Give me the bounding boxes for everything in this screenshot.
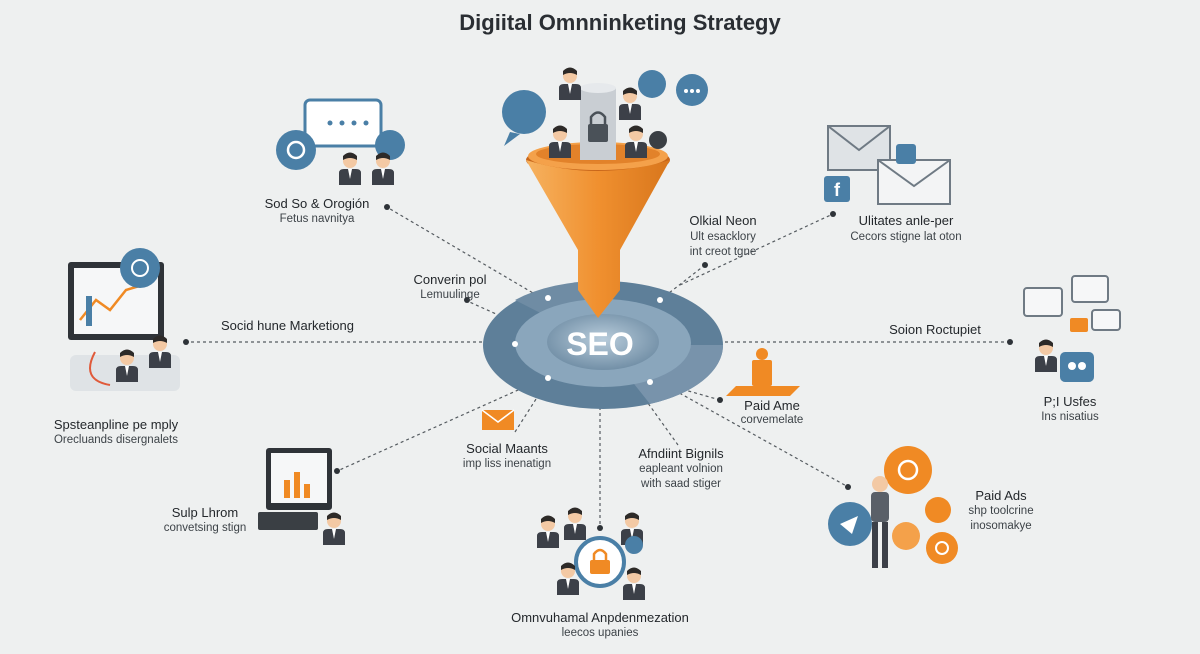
- svg-text:f: f: [834, 180, 841, 200]
- node-title: Paid Ads: [975, 488, 1027, 503]
- node-title: Omnvuhamal Anpdenmezation: [511, 610, 689, 625]
- connector-lines: [185, 205, 1012, 530]
- connector-dot: [464, 297, 470, 303]
- node-subtitle: eapleant volnion: [639, 463, 723, 475]
- paid-ame-icon: [726, 348, 800, 396]
- paid-ads-icon: [828, 446, 958, 568]
- connector-line: [679, 212, 836, 286]
- chat-bubbles-top: [502, 70, 708, 149]
- node-subtitle: shp toolcrine: [968, 505, 1034, 517]
- node-subtitle: Lemuulinge: [420, 289, 480, 301]
- connector-dot: [717, 397, 723, 403]
- node-extra: inosomakye: [970, 520, 1032, 532]
- page-title: Digiital Omnninketing Strategy: [459, 10, 781, 35]
- node-subtitle: imp liss inenatign: [462, 458, 552, 470]
- mail-social-icon: f: [824, 125, 951, 205]
- node-extra: int creot tgne: [689, 246, 757, 258]
- node-title: Ulitates anle-per: [858, 213, 954, 228]
- connector-dot: [183, 339, 189, 345]
- connector-line: [384, 205, 546, 301]
- node-subtitle: convetsing stign: [163, 522, 247, 534]
- node-subtitle: leecos upanies: [561, 627, 639, 639]
- node-title: Social Maants: [466, 441, 548, 456]
- node-subtitle: Orecluands disergnalets: [53, 434, 178, 446]
- connector-dot: [597, 525, 603, 531]
- connector-dot: [334, 468, 340, 474]
- node-subtitle: Fetus navnitya: [279, 213, 355, 225]
- node-title: Soion Roctupiet: [889, 322, 981, 337]
- seo-hub: SEO: [483, 280, 724, 409]
- node-title: Sulp Lhrom: [171, 505, 239, 520]
- chat-person-icon: [1023, 275, 1121, 382]
- connector-dot: [830, 211, 836, 217]
- connector-dot: [845, 484, 851, 490]
- node-title: Olkial Neon: [689, 213, 757, 228]
- connector-dot: [384, 204, 390, 210]
- node-subtitle: corvemelate: [740, 414, 804, 426]
- envelope-icon: [481, 409, 515, 430]
- node-title: Sod So & Orogión: [264, 196, 370, 211]
- node-title: Afndiint Bignils: [638, 446, 724, 461]
- node-extra: with saad stiger: [641, 478, 721, 490]
- node-title: Converin pol: [413, 272, 487, 287]
- connector-line: [334, 377, 546, 473]
- omnichannel-people-icon: [537, 507, 645, 600]
- node-subtitle: Ult esacklory: [690, 231, 756, 243]
- node-subtitle: Cecors stigne lat oton: [850, 231, 962, 243]
- node-title: Socid hune Marketiong: [221, 318, 354, 333]
- connector-dot: [1007, 339, 1013, 345]
- seo-label: SEO: [566, 326, 634, 362]
- node-title: Paid Ame: [744, 398, 800, 413]
- funnel-icon: [526, 83, 670, 318]
- connector-dot: [702, 262, 708, 268]
- node-subtitle: Ins nisatius: [1041, 411, 1099, 423]
- node-title: P;I Usfes: [1043, 394, 1097, 409]
- social-chat-icon: [276, 98, 405, 185]
- desktop-chart-icon: [258, 448, 345, 545]
- analytics-monitor-icon: [68, 248, 180, 391]
- node-title: Spsteanpline pe mply: [53, 417, 179, 432]
- connector-dots: [183, 204, 1013, 531]
- connector-line: [664, 384, 851, 489]
